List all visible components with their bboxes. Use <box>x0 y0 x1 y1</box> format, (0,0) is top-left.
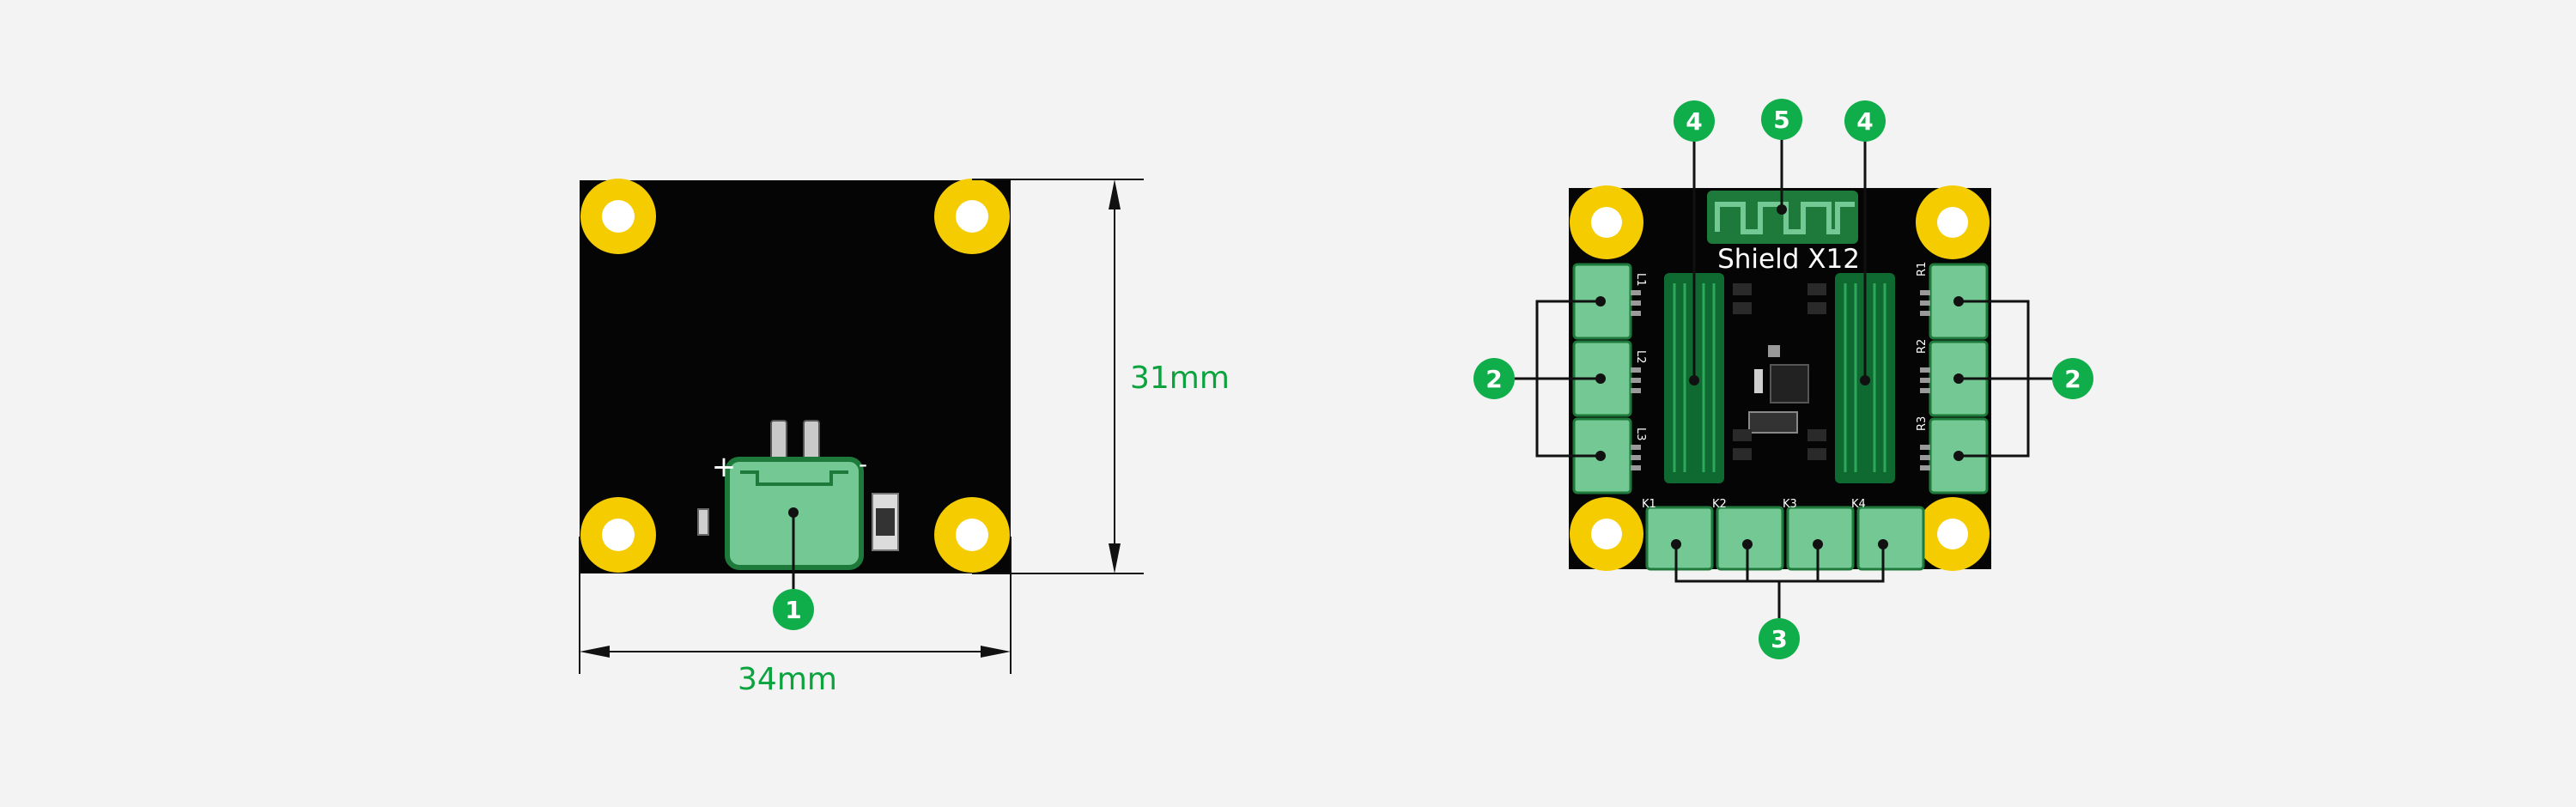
board-title: Shield X12 <box>1717 244 1860 275</box>
power-connector <box>725 420 864 570</box>
smd-component-body <box>876 508 895 536</box>
silk-label: K1 <box>1642 498 1656 511</box>
antenna-trace <box>1715 202 1855 234</box>
mount-hole-center <box>956 519 988 551</box>
front-view: Shield X12 L1 L2 <box>1473 99 2093 659</box>
silk-label: L2 <box>1634 350 1647 364</box>
passive <box>1807 429 1826 441</box>
callout-badge-2-right <box>2052 358 2093 399</box>
arrow-head <box>580 646 610 658</box>
passive <box>1733 283 1752 295</box>
connector-notch <box>740 470 848 486</box>
passive <box>1807 448 1826 460</box>
callout-number: 2 <box>1485 365 1502 393</box>
mount-hole-center <box>1937 519 1968 549</box>
trace <box>1673 283 1716 472</box>
silk-label: L1 <box>1634 273 1647 287</box>
center-ic <box>1770 364 1809 404</box>
width-label: 34mm <box>738 662 837 697</box>
bottom-connectors: K1 K2 K3 K4 <box>1642 498 1925 571</box>
connector-housing <box>1856 506 1925 571</box>
callout-number: 1 <box>785 596 801 624</box>
mount-hole-center <box>1591 207 1622 238</box>
callout-number: 5 <box>1773 106 1789 134</box>
pin <box>1631 367 1641 373</box>
left-connectors: L1 L2 L3 <box>1572 263 1647 495</box>
pin <box>1631 290 1641 295</box>
pin <box>1631 378 1641 383</box>
mount-hole-center <box>1937 207 1968 238</box>
leader-bottom-connectors <box>1674 544 1885 618</box>
callout-number: 4 <box>1856 107 1873 136</box>
minus-mark: - <box>859 450 867 478</box>
leader-lines <box>1515 140 2052 618</box>
mount-hole-center <box>602 200 635 233</box>
callout-number: 4 <box>1686 107 1702 136</box>
plus-mark: + <box>712 450 737 484</box>
pin <box>1631 388 1641 393</box>
mount-holes-back <box>580 179 1010 573</box>
pin <box>1920 445 1930 450</box>
smd-component <box>1754 369 1763 393</box>
passive <box>1807 283 1826 295</box>
connector-housing <box>1645 506 1714 571</box>
passive <box>1733 448 1752 460</box>
arrow-head <box>981 646 1011 658</box>
callout-number: 2 <box>2064 365 2081 393</box>
callout-number: 3 <box>1771 625 1787 653</box>
pin <box>1631 311 1641 316</box>
passive <box>1807 302 1826 314</box>
connector-housing <box>1716 506 1784 571</box>
silk-label: R3 <box>1916 416 1929 431</box>
silk-label: R1 <box>1916 262 1929 276</box>
mount-hole-center <box>1591 519 1622 549</box>
height-label: 31mm <box>1130 361 1230 396</box>
pin <box>1920 311 1930 316</box>
smd-component <box>1768 345 1780 357</box>
pin <box>1920 388 1930 393</box>
smd-component <box>1748 411 1798 434</box>
trace <box>1844 283 1886 472</box>
callout-badge-1 <box>773 589 814 630</box>
width-dimension: 34mm <box>579 537 1012 697</box>
pin <box>1920 455 1930 460</box>
passive-components <box>1733 283 1826 460</box>
silk-label: R2 <box>1916 339 1929 354</box>
callout-badge-4-right <box>1844 100 1886 142</box>
smd-component <box>697 508 709 536</box>
leader-left-connectors <box>1515 300 1601 458</box>
passive <box>1733 302 1752 314</box>
pin <box>1920 465 1930 470</box>
callout-badge-5 <box>1761 99 1802 140</box>
pin <box>1920 290 1930 295</box>
pin <box>1920 378 1930 383</box>
arrow-head <box>1109 543 1121 573</box>
pin <box>1631 445 1641 450</box>
pin <box>1631 455 1641 460</box>
leader-right-connectors <box>1959 300 2052 458</box>
pin <box>1920 300 1930 306</box>
silk-label: K3 <box>1783 498 1797 511</box>
pin <box>1631 465 1641 470</box>
pin <box>1920 367 1930 373</box>
callout-badge-4-left <box>1674 100 1715 142</box>
mount-holes-front <box>1570 185 1990 571</box>
silk-label: K2 <box>1712 498 1727 511</box>
silk-label: K4 <box>1851 498 1866 511</box>
arrow-head <box>1109 179 1121 209</box>
mount-hole-center <box>602 519 635 551</box>
mount-hole-center <box>956 200 988 233</box>
pin <box>1631 300 1641 306</box>
back-view: + - 1 34mm 31mm <box>579 179 1230 697</box>
silk-label: L3 <box>1634 428 1647 441</box>
connector-housing <box>1786 506 1855 571</box>
callout-badge-3 <box>1759 618 1800 659</box>
trace-lines <box>1673 283 1886 472</box>
passive <box>1733 429 1752 441</box>
height-dimension: 31mm <box>972 179 1230 574</box>
callout-badge-2-left <box>1473 358 1515 399</box>
